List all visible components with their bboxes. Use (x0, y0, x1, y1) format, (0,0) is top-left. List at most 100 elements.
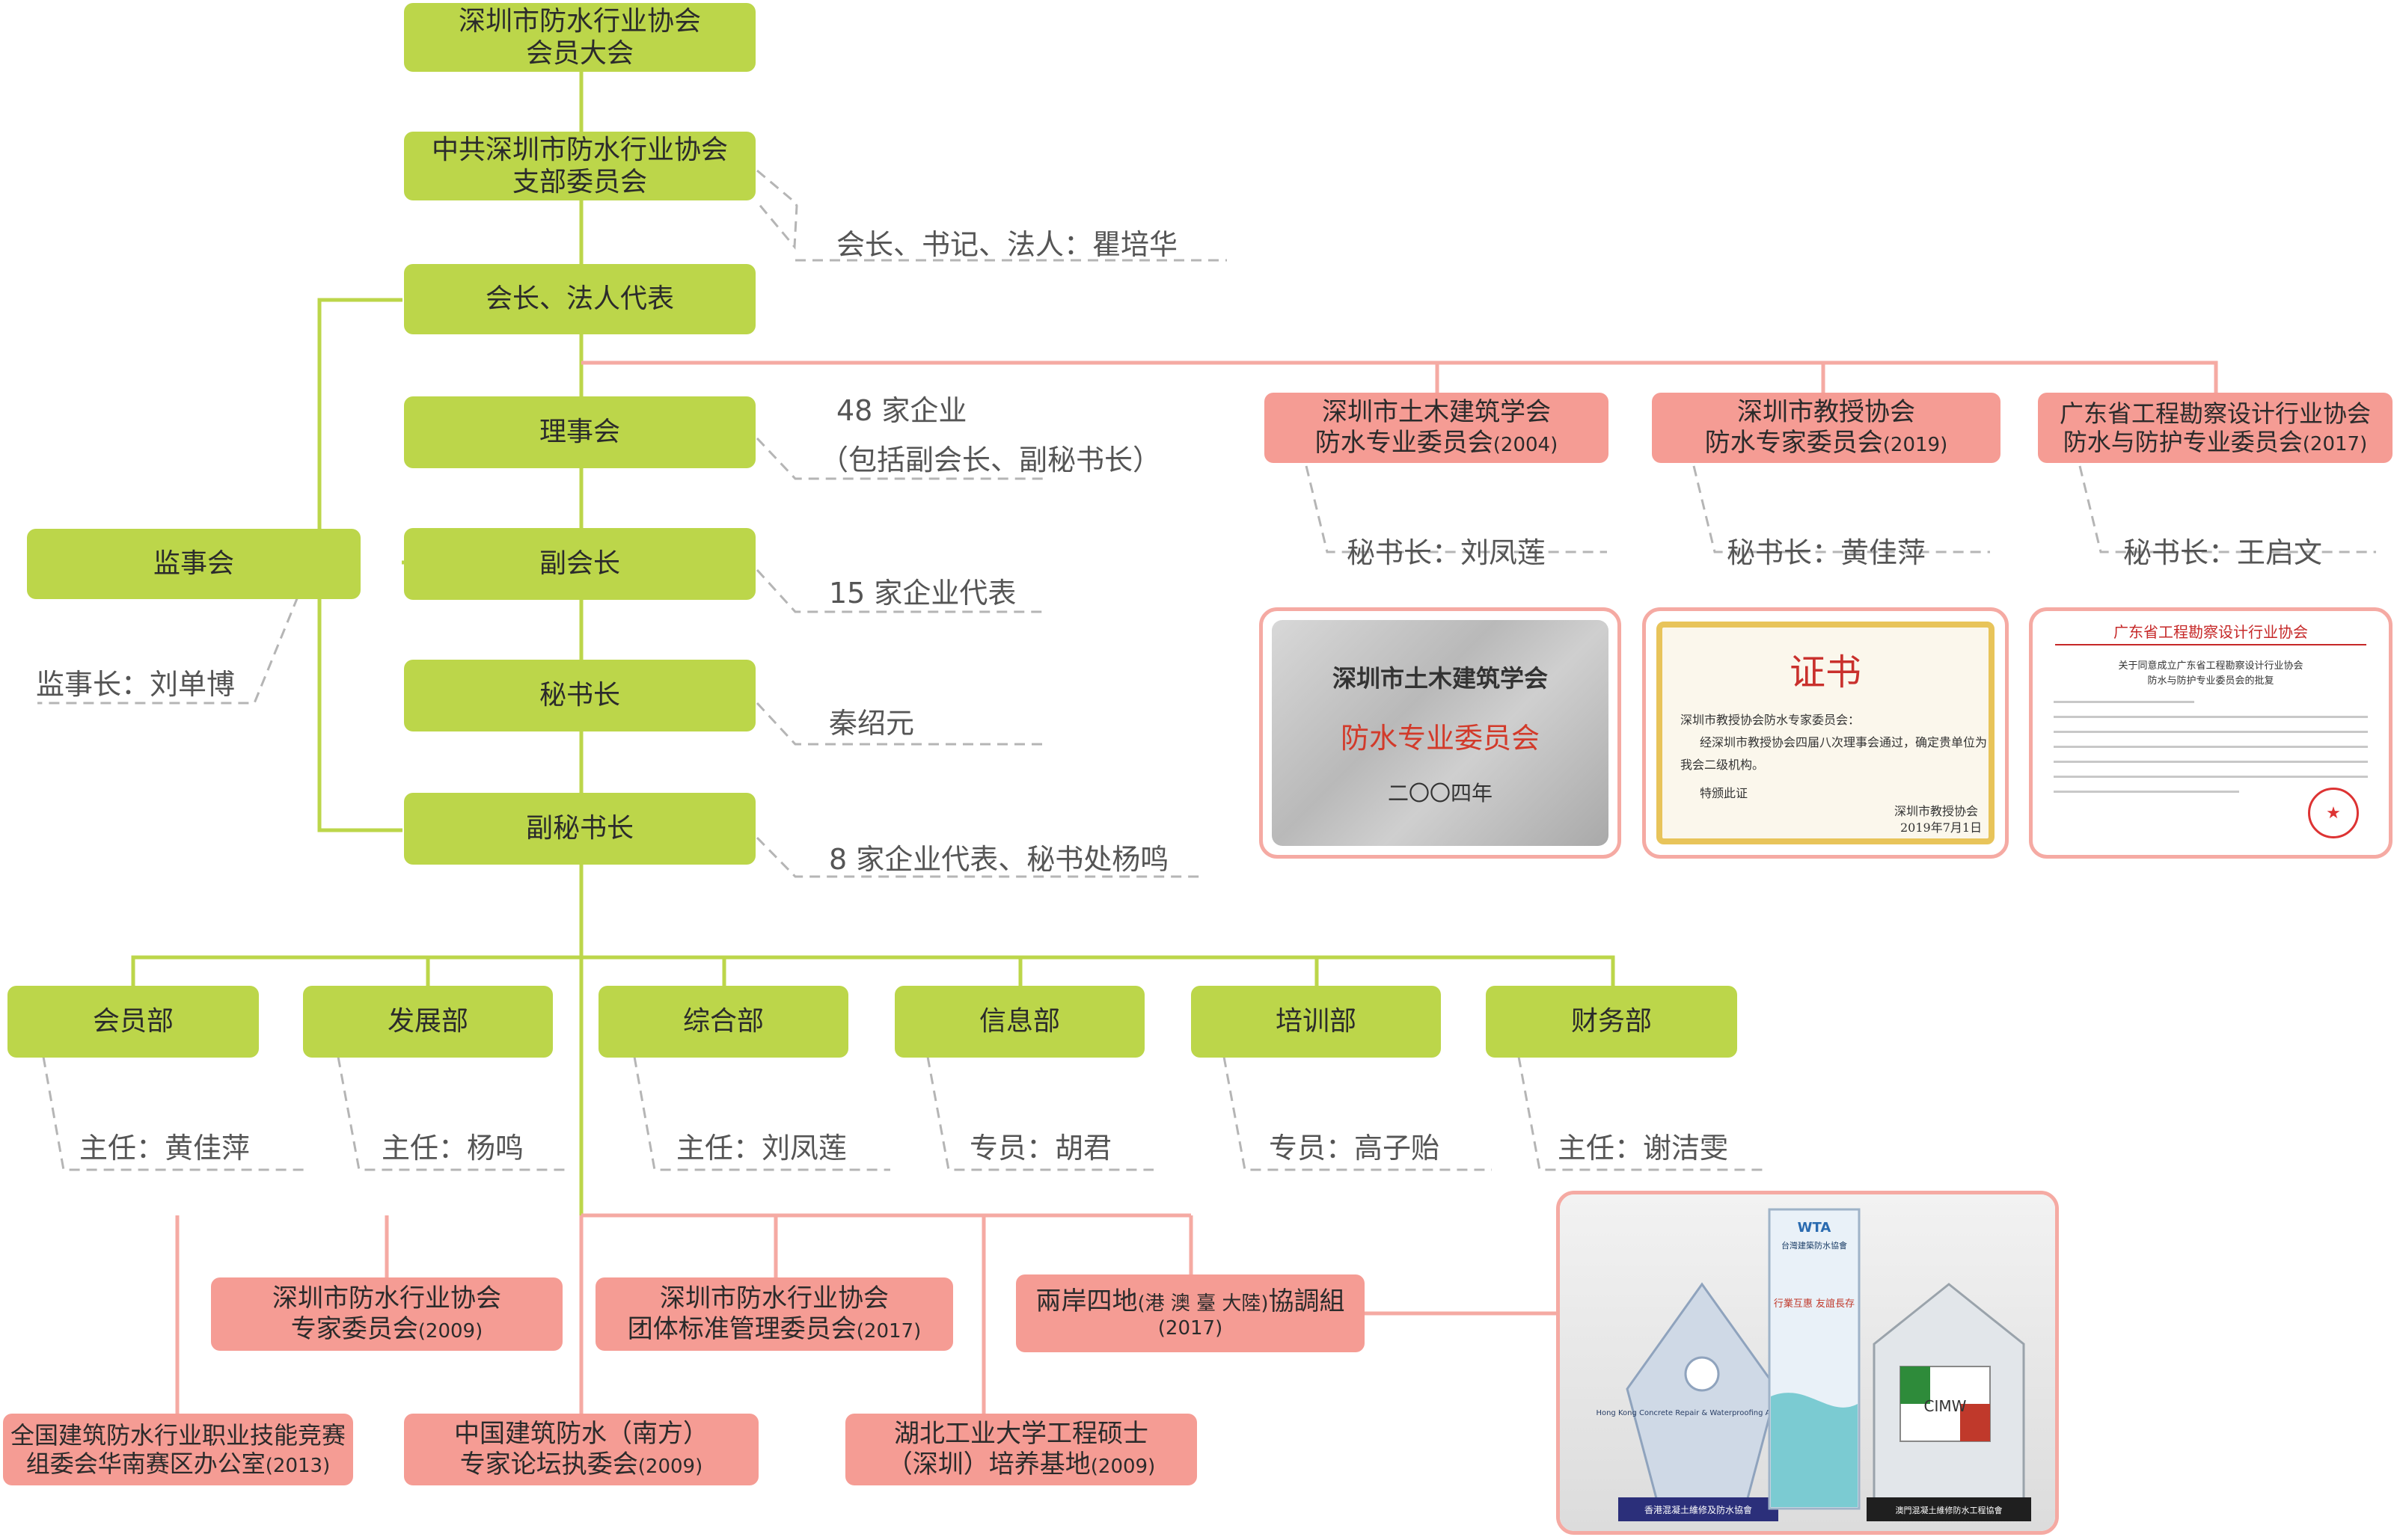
cert3-title1: 关于同意成立广东省工程勘察设计行业协会 (2118, 660, 2303, 672)
cert2-line1: 深圳市教授协会防水专家委员会： (1680, 713, 1861, 727)
deputy-secretary-box: 副秘书长 (404, 793, 756, 865)
standards-committee-year: (2017) (856, 1320, 922, 1343)
hk-trophy-base (1618, 1497, 1778, 1521)
expert-committee-box: 深圳市防水行业协会 专家委员会(2009) (211, 1277, 563, 1351)
department-development-note: 主任：杨鸣 (382, 1132, 524, 1165)
cert3-text-line (2054, 746, 2368, 748)
deputy-secretary-label: 副秘书长 (525, 813, 634, 844)
hk-trophy-crystal (1626, 1282, 1778, 1503)
seal-icon: ★ (2308, 788, 2359, 838)
committee-survey-note: 秘书长：王启文 (2123, 536, 2323, 569)
cert1-org: 深圳市土木建筑学会 (1332, 663, 1548, 693)
department-training-label: 培训部 (1275, 1006, 1356, 1037)
president-note: 会长、书记、法人：瞿培华 (836, 228, 1178, 261)
skills-competition-line2: 组委会华南赛区办公室 (25, 1449, 266, 1478)
forum-committee-box: 中国建筑防水（南方） 专家论坛执委会(2009) (404, 1414, 759, 1485)
forum-committee-line1: 中国建筑防水（南方） (454, 1419, 708, 1449)
cross-strait-prefix: 兩岸四地 (1035, 1286, 1138, 1316)
cert2-line2: 经深圳市教授协会四届八次理事会通过，确定贵单位为 (1700, 735, 1988, 749)
committee-professor-note: 秘书长：黄佳萍 (1727, 536, 1926, 569)
certificate-survey-photo: 广东省工程勘察设计行业协会 关于同意成立广东省工程勘察设计行业协会 防水与防护专… (2029, 607, 2393, 859)
forum-committee-year: (2009) (637, 1455, 703, 1478)
trophies-illustration: 香港混凝土維修及防水協會 Hong Kong Concrete Repair &… (1596, 1208, 2031, 1521)
department-member-label: 会员部 (92, 1006, 174, 1037)
expert-committee-line1: 深圳市防水行业协会 (272, 1283, 501, 1314)
skills-competition-line1: 全国建筑防水行业职业技能竞赛 (10, 1420, 346, 1449)
hk-trophy-name: Hong Kong Concrete Repair & Waterproofin… (1596, 1409, 1807, 1417)
cert1-year: 二〇〇四年 (1387, 780, 1493, 806)
president-label: 会长、法人代表 (485, 283, 674, 315)
department-information-label: 信息部 (979, 1006, 1060, 1037)
deputy-secretary-note: 8 家企业代表、秘书处杨鸣 (829, 843, 1169, 876)
department-development-box: 发展部 (303, 986, 553, 1058)
hubei-base-line2: （深圳）培养基地 (887, 1449, 1091, 1479)
committee-civil-box: 深圳市土木建筑学会 防水专业委员会(2004) (1264, 393, 1608, 463)
council-label: 理事会 (539, 417, 620, 448)
supervisors-box: 监事会 (27, 529, 361, 599)
cert3-text-line (2054, 791, 2239, 793)
department-finance-note: 主任：谢洁雯 (1558, 1132, 1729, 1165)
department-training-box: 培训部 (1191, 986, 1441, 1058)
hubei-base-box: 湖北工业大学工程硕士 （深圳）培养基地(2009) (845, 1414, 1197, 1485)
committee-survey-line1: 广东省工程勘察设计行业协会 (2059, 399, 2371, 428)
wta-trophy-text: 台灣建築防水協會 (1781, 1240, 1847, 1251)
department-training-note: 专员：高子贻 (1269, 1132, 1440, 1165)
standards-committee-box: 深圳市防水行业协会 团体标准管理委员会(2017) (596, 1277, 953, 1351)
president-box: 会长、法人代表 (404, 264, 756, 334)
hubei-base-year: (2009) (1090, 1455, 1156, 1478)
cross-strait-suffix: 協調組 (1268, 1286, 1345, 1316)
council-note-detail: （包括副会长、副秘书长） (820, 444, 1162, 476)
cert1-main: 防水专业委员会 (1340, 721, 1540, 755)
certificate-professor-photo: 证书 深圳市教授协会防水专家委员会： 经深圳市教授协会四届八次理事会通过，确定贵… (1642, 607, 2009, 859)
supervisors-label: 监事会 (153, 548, 234, 580)
committee-civil-line1: 深圳市土木建筑学会 (1322, 397, 1551, 428)
cert3-text-line (2054, 776, 2368, 778)
standards-committee-line2: 团体标准管理委员会 (627, 1314, 857, 1344)
council-note-count: 48 家企业 (836, 394, 967, 427)
secretary-general-label: 秘书长 (539, 680, 620, 711)
committee-civil-year: (2004) (1493, 434, 1558, 456)
cert3-text-line (2054, 716, 2368, 718)
cert2-date: 2019年7月1日 (1900, 820, 1983, 835)
cimw-logo-text: CIMW (1924, 1397, 1967, 1415)
wta-trophy-motto: 行業互惠 友誼長存 (1774, 1298, 1855, 1310)
cert3-text-line (2054, 731, 2368, 733)
department-information-box: 信息部 (895, 986, 1145, 1058)
party-branch-box: 中共深圳市防水行业协会 支部委员会 (404, 132, 756, 200)
cert2-line4: 特颁此证 (1700, 786, 1748, 800)
committee-professor-year: (2019) (1882, 434, 1948, 456)
party-branch-line2: 支部委员会 (512, 167, 647, 197)
committee-survey-line2: 防水与防护专业委员会 (2063, 428, 2303, 456)
general-assembly-line1: 深圳市防水行业协会 (458, 5, 701, 37)
department-finance-box: 财务部 (1486, 986, 1737, 1058)
macau-trophy-base (1867, 1497, 2031, 1521)
hk-trophy-base-text: 香港混凝土維修及防水協會 (1644, 1504, 1752, 1515)
committee-civil-line2: 防水专业委员会 (1314, 428, 1493, 458)
department-finance-label: 财务部 (1570, 1006, 1652, 1037)
cert2-title: 证书 (1789, 651, 1861, 693)
cert3-text-line (2054, 761, 2368, 763)
committee-professor-line1: 深圳市教授协会 (1737, 397, 1915, 428)
cert3-title2: 防水与防护专业委员会的批复 (2147, 675, 2274, 687)
supervisors-note: 监事长：刘单博 (36, 668, 236, 701)
party-branch-line1: 中共深圳市防水行业协会 (431, 134, 728, 165)
hubei-base-line1: 湖北工业大学工程硕士 (894, 1419, 1148, 1449)
secretary-general-note: 秦绍元 (829, 707, 915, 740)
cert3-text-line (2054, 701, 2194, 703)
expert-committee-line2: 专家委员会 (290, 1314, 418, 1344)
skills-competition-box: 全国建筑防水行业职业技能竞赛 组委会华南赛区办公室(2013) (3, 1414, 353, 1485)
committee-civil-note: 秘书长：刘凤莲 (1347, 536, 1546, 569)
skills-competition-year: (2013) (265, 1455, 331, 1477)
macau-trophy-base-text: 澳門混凝土維修防水工程協會 (1896, 1505, 2003, 1515)
forum-committee-line2: 专家论坛执委会 (459, 1449, 638, 1479)
committee-professor-line2: 防水专家委员会 (1704, 428, 1883, 458)
cert3-rule (2055, 644, 2366, 645)
wta-trophy-color-fill (1771, 1393, 1858, 1507)
vice-president-label: 副会长 (539, 548, 620, 580)
trophies-photo: 香港混凝土維修及防水協會 Hong Kong Concrete Repair &… (1556, 1191, 2059, 1535)
expert-committee-year: (2009) (417, 1320, 483, 1343)
department-general-box: 综合部 (599, 986, 848, 1058)
department-general-note: 主任：刘凤莲 (676, 1132, 848, 1165)
department-information-note: 专员：胡君 (970, 1132, 1112, 1165)
vice-president-note: 15 家企业代表 (829, 577, 1017, 610)
